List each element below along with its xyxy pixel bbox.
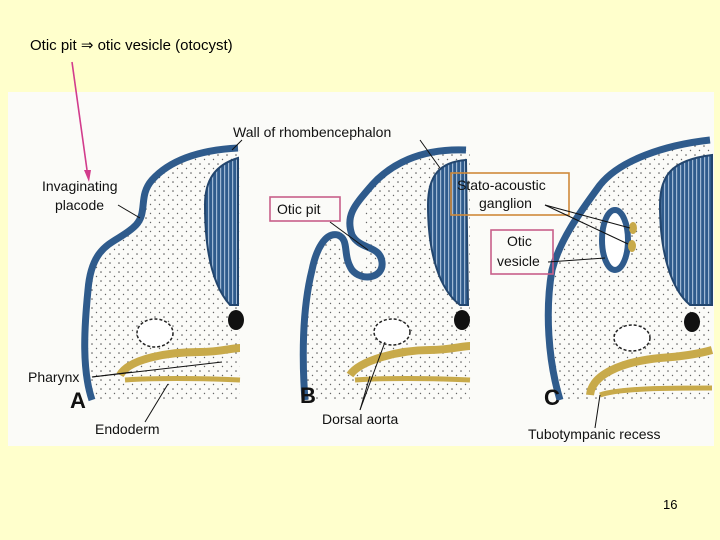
label-invaginating: Invaginating [42,178,118,194]
wall-leader-a [231,139,243,151]
panel-a-dorsal-aorta [136,318,174,348]
label-stato-acoustic: Stato-acoustic [457,177,546,193]
pharynx-leader-2 [91,361,223,378]
panel-c-endoderm-lower [599,385,713,398]
slide-title: Otic pit ⇒ otic vesicle (otocyst) [30,37,233,54]
dorsal-aorta-leader-1 [359,341,386,411]
panel-c-notochord [684,312,700,332]
label-tubotympanic-recess: Tubotympanic recess [528,426,661,442]
panel-a-endoderm [116,344,241,378]
panel-b-endoderm [346,342,471,378]
stato-leader-2 [544,204,629,245]
label-pharynx: Pharynx [28,369,79,385]
label-dorsal-aorta: Dorsal aorta [322,411,398,427]
label-otic: Otic [507,233,532,249]
otic-vesicle-box [490,229,554,275]
title-arrow-head [84,170,91,182]
panel-c-otic-vesicle [599,207,631,273]
panel-c-dorsal-aorta [613,324,651,352]
stato-acoustic-box [450,172,570,216]
otic-vesicle-leader [547,257,606,263]
wall-leader-b [419,139,441,169]
dorsal-aorta-leader-2 [359,375,371,411]
label-placode: placode [55,197,104,213]
panel-b-notochord [454,310,470,330]
panel-c-neural-wall [658,153,713,306]
panel-a-mesenchyme [84,148,240,400]
panel-b-neural-wall [426,158,470,306]
panel-a [81,144,244,402]
panel-b-dorsal-aorta [373,318,411,346]
panel-letter-a: A [70,388,86,413]
otic-pit-box [269,196,341,222]
label-otic-pit: Otic pit [277,201,321,217]
page-number: 16 [663,497,678,512]
tubotympanic-leader [594,394,601,429]
panel-c-endoderm [586,346,714,396]
otic-pit-leader [329,221,369,251]
panel-c-ganglion-lower [628,240,636,252]
label-vesicle: vesicle [497,253,540,269]
panel-c-ectoderm [544,136,711,402]
panel-c-ganglion-upper [629,222,637,234]
panel-b [299,146,471,401]
panel-a-endoderm-lower [124,376,241,383]
endoderm-leader [144,383,169,423]
panel-letter-c: C [544,385,560,410]
label-ganglion: ganglion [479,195,532,211]
panel-b-endoderm-lower [354,376,471,383]
panel-letter-b: B [300,383,316,408]
label-wall-rhombencephalon: Wall of rhombencephalon [233,124,391,140]
panel-a-notochord [228,310,244,330]
title-arrow-shaft [71,61,88,171]
label-endoderm: Endoderm [95,421,160,437]
panel-a-neural-wall [203,156,239,306]
stato-leader-1 [544,204,631,229]
panel-a-ectoderm [81,144,239,402]
panel-b-ectoderm [299,146,467,401]
panel-c [544,136,714,402]
invaginating-leader [117,204,141,219]
